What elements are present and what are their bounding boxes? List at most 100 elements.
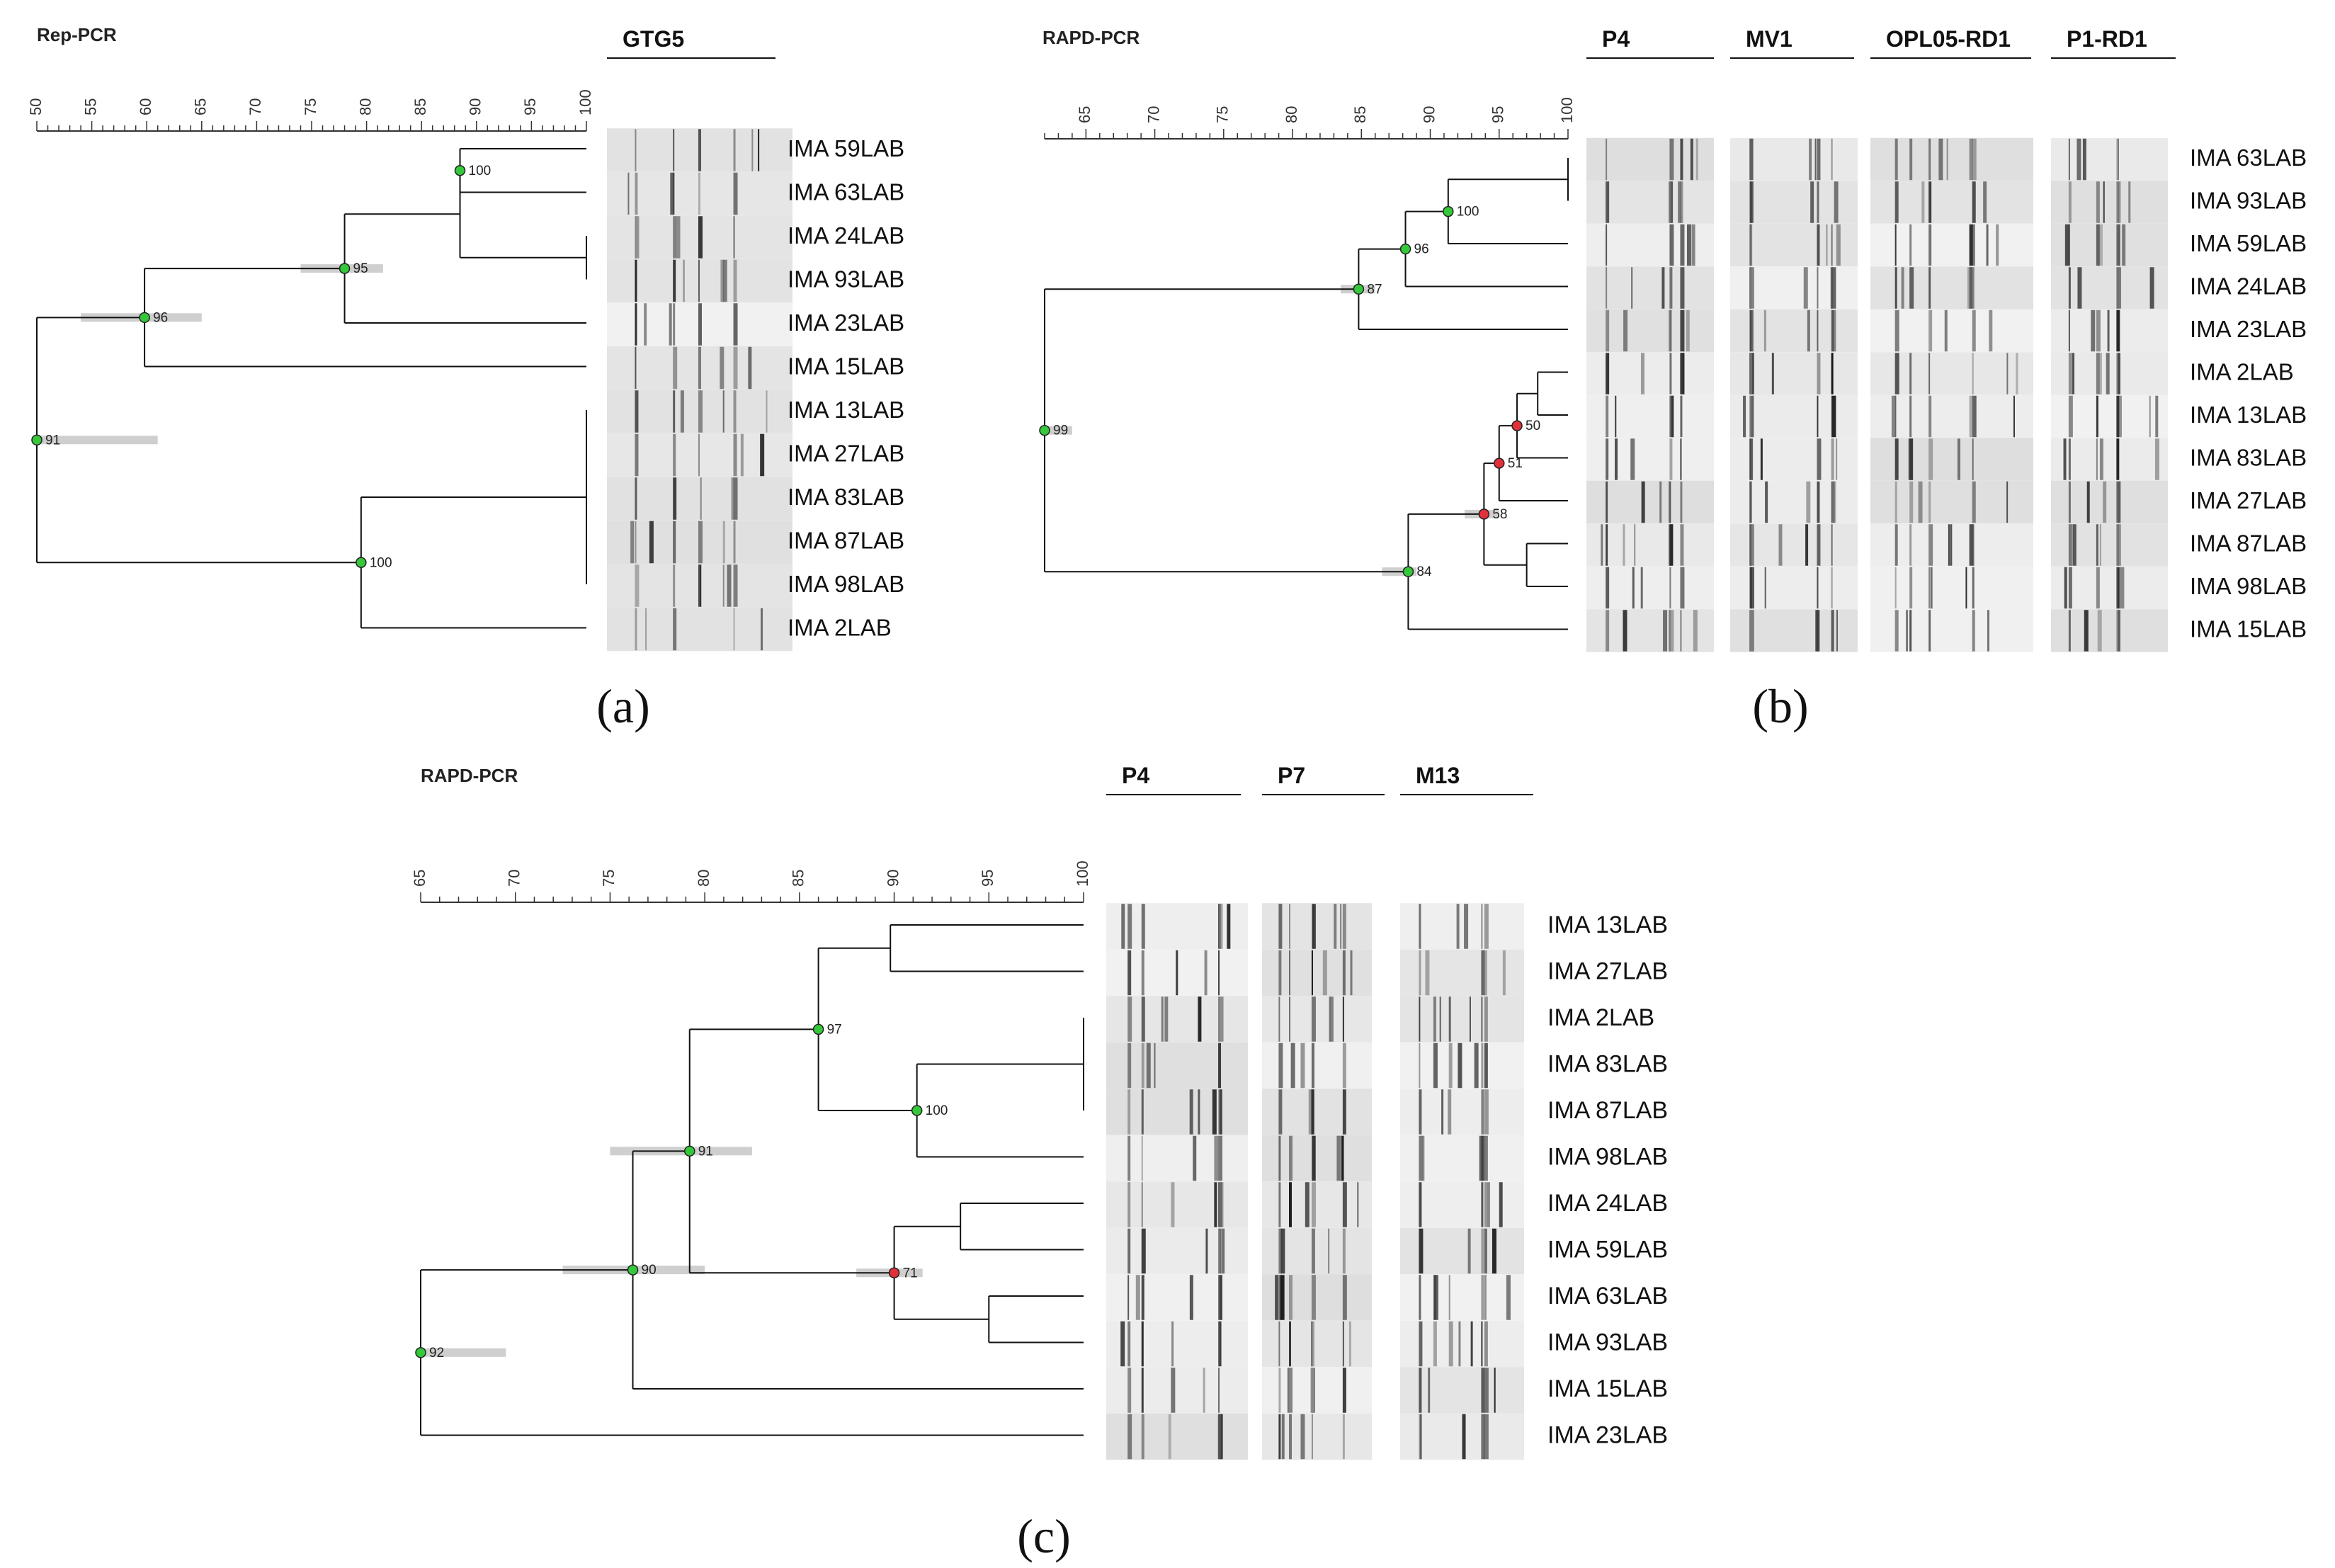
gel-band: [1834, 181, 1839, 223]
strain-label: IMA 24LAB: [788, 222, 904, 249]
gel-band: [1661, 267, 1665, 309]
gel-lane: [1400, 903, 1524, 950]
gel-band: [2013, 395, 2015, 438]
gel-band: [1189, 1275, 1193, 1320]
gel-band: [2103, 181, 2105, 223]
gel-band: [1606, 395, 1609, 438]
gel-band: [1350, 950, 1353, 996]
gel-band: [1176, 950, 1178, 996]
gel-band: [1749, 267, 1754, 309]
gel-band: [1817, 567, 1819, 609]
gel-band: [1311, 1182, 1316, 1227]
gel-band: [1198, 1089, 1200, 1135]
gel-gtg5: GTG5: [607, 26, 792, 652]
gel-band: [1972, 567, 1975, 609]
gel-band: [1640, 353, 1644, 394]
gel-band: [1680, 481, 1683, 523]
gel-band: [722, 521, 725, 564]
gel-band: [2068, 481, 2071, 523]
gel-band: [2096, 567, 2100, 609]
gel-band: [2116, 224, 2120, 266]
gel-band: [635, 564, 640, 607]
strain-label: IMA 23LAB: [1547, 1422, 1668, 1449]
gel-lane: [2051, 609, 2168, 652]
gel-band: [1312, 1135, 1316, 1181]
gel-lane: [1262, 903, 1372, 950]
gel-lane: [1870, 309, 2033, 353]
gel-band: [1909, 267, 1914, 309]
gel-band: [1492, 1228, 1496, 1274]
gel-band: [1481, 904, 1483, 949]
gel-band: [1972, 481, 1976, 523]
gel-band: [1814, 138, 1817, 181]
primer-label: P4: [1122, 763, 1149, 788]
gel-band: [1288, 904, 1290, 949]
gel-band: [1972, 395, 1977, 438]
gel-band: [1121, 904, 1125, 949]
gel-band: [1831, 481, 1836, 523]
node-marker: [339, 263, 351, 274]
gel-band: [1749, 524, 1754, 566]
gel-lane: [1262, 1320, 1372, 1368]
gel-lane: [1870, 352, 2033, 395]
gel-band: [2096, 353, 2100, 394]
gel-band: [1474, 1043, 1479, 1089]
gel-band: [1311, 1228, 1315, 1274]
tick-label: 60: [137, 98, 154, 115]
gel-band: [1764, 567, 1766, 609]
tick-label: 65: [1076, 106, 1093, 123]
gel-band: [2068, 138, 2070, 181]
gel-band: [1342, 1414, 1345, 1460]
gel-band: [2099, 224, 2103, 266]
gel-band: [1928, 567, 1931, 609]
gel-band: [722, 564, 725, 607]
gel-band: [1341, 1135, 1344, 1181]
gel-band: [1288, 1182, 1292, 1227]
gel-band: [1441, 1089, 1444, 1135]
node-support-value: 100: [469, 164, 492, 178]
gel-band: [733, 477, 738, 520]
strain-label: IMA 83LAB: [788, 484, 904, 510]
gel-band: [1972, 267, 1975, 309]
gel-band: [1669, 267, 1673, 309]
gel-band: [1606, 610, 1610, 652]
gel-band: [1481, 1275, 1484, 1320]
gel-band: [1680, 567, 1685, 609]
gel-band: [1749, 309, 1754, 352]
gel-band: [1817, 438, 1822, 480]
primer-label: P4: [1602, 26, 1630, 52]
gel-band: [1219, 1275, 1222, 1320]
gel-band: [635, 303, 637, 346]
gel-band: [1969, 395, 1972, 438]
node-support-value: 91: [698, 1144, 713, 1159]
gel-band: [2068, 267, 2071, 309]
gel-band: [1606, 353, 1610, 394]
gel-lane: [1262, 996, 1372, 1043]
gel-band: [1891, 395, 1896, 438]
gel-band: [1419, 1368, 1422, 1413]
gel-band: [1678, 181, 1682, 223]
gel-band: [1671, 181, 1674, 223]
gel-band: [698, 259, 700, 302]
gel-band: [627, 172, 630, 215]
gel-band: [1928, 524, 1933, 566]
gel-lane: [1400, 1227, 1524, 1275]
gel-band: [2116, 181, 2121, 223]
strain-label: IMA 63LAB: [2190, 144, 2307, 171]
gel-band: [1817, 524, 1821, 566]
error-bars: [1045, 285, 1499, 576]
gel-lane: [1586, 480, 1714, 524]
gel-band: [2154, 438, 2159, 480]
gel-band: [2122, 224, 2126, 266]
gel-band: [2068, 567, 2072, 609]
gel-band: [1288, 1275, 1293, 1320]
gel-band: [1141, 1182, 1143, 1227]
gel-band: [1972, 353, 1974, 394]
gel-band: [1909, 353, 1912, 394]
gel-band: [698, 129, 701, 171]
gel-band: [1815, 610, 1820, 652]
